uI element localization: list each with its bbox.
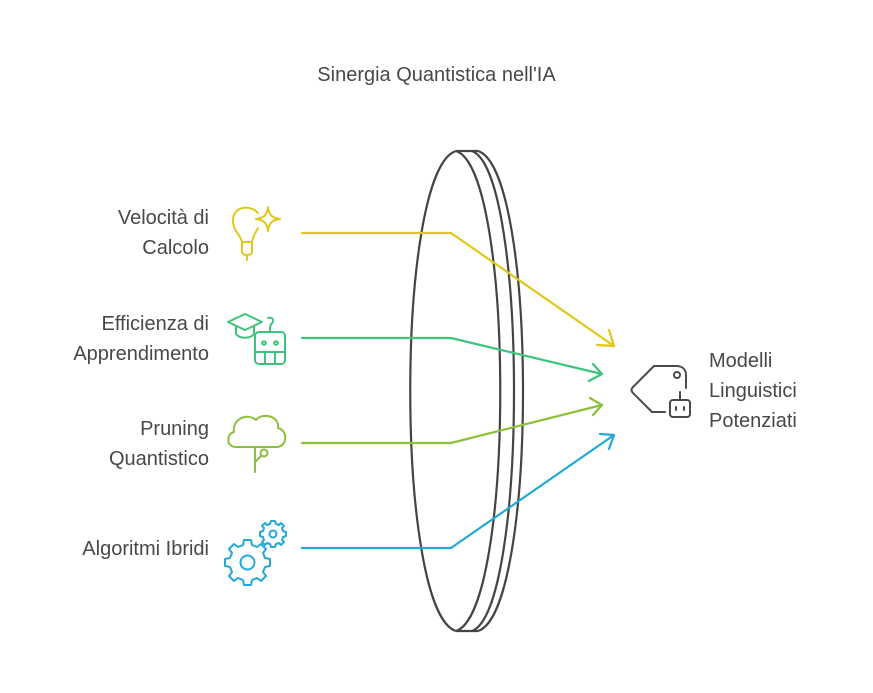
- lens-middle: [455, 149, 502, 633]
- arrow-pruning: [300, 396, 604, 445]
- gears-icon: [224, 520, 287, 586]
- lens: [409, 149, 525, 633]
- tree-icon: [227, 414, 287, 473]
- arrow-efficienza: [300, 336, 604, 383]
- lightbulb-sparkle-icon: [231, 206, 281, 261]
- arrow-velocita: [300, 231, 616, 348]
- input-label-efficienza: Efficienza di Apprendimento: [73, 309, 209, 369]
- lens-back: [477, 149, 525, 633]
- label-line: Velocità di: [117, 207, 209, 229]
- input-label-velocita: Velocità di Calcolo: [118, 203, 209, 263]
- input-label-algoritmi: Algoritmi Ibridi: [82, 534, 209, 564]
- label-line: Potenziati: [709, 410, 797, 432]
- lens-back-inner: [471, 149, 516, 633]
- tag-robot-icon: [630, 365, 691, 418]
- lens-front: [409, 149, 457, 633]
- label-line: Linguistici: [709, 380, 797, 402]
- output-label: Modelli Linguistici Potenziati: [709, 346, 797, 436]
- diagram-title: Sinergia Quantistica nell'IA: [317, 64, 556, 86]
- label-line: Apprendimento: [73, 343, 209, 365]
- label-line: Modelli: [709, 350, 773, 372]
- arrow-algoritmi: [300, 432, 616, 550]
- label-line: Calcolo: [142, 237, 209, 259]
- graduation-robot-icon: [227, 313, 286, 365]
- label-line: Efficienza di: [101, 313, 209, 335]
- label-line: Quantistico: [108, 448, 209, 470]
- label-line: Pruning: [140, 418, 209, 440]
- input-label-pruning: Pruning Quantistico: [109, 414, 209, 474]
- label-line: Algoritmi Ibridi: [82, 538, 209, 560]
